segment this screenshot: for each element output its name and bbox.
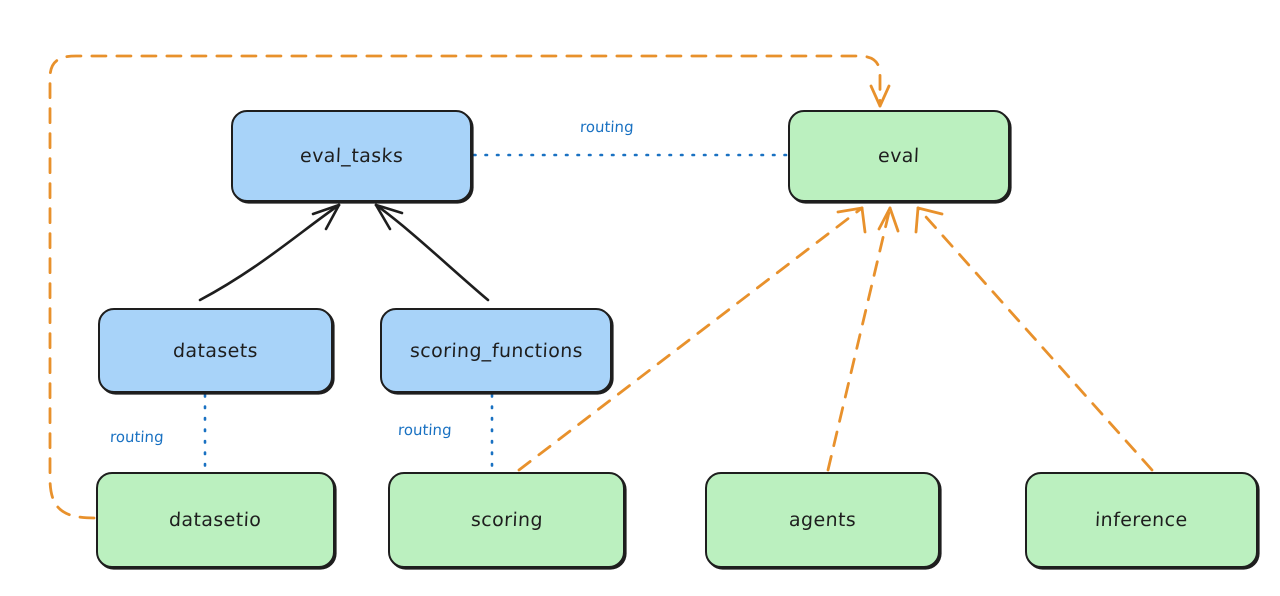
edge-label-routing-scoring-functions-to-scoring: routing — [397, 421, 453, 439]
node-inference[interactable]: inference — [1025, 472, 1258, 568]
node-label-datasets: datasets — [172, 339, 259, 362]
edge-scoring-functions-to-eval-tasks — [374, 203, 490, 302]
node-label-inference: inference — [1094, 509, 1189, 531]
edge-label-routing-datasets-to-datasetio: routing — [109, 428, 165, 446]
edge-label-routing-eval-tasks-to-eval: routing — [579, 118, 635, 136]
node-label-scoring: scoring — [470, 509, 543, 531]
node-label-eval: eval — [877, 145, 921, 167]
edge-datasets-to-eval-tasks — [198, 203, 341, 302]
node-scoring-functions[interactable]: scoring_functions — [380, 308, 612, 393]
edge-inference-to-eval — [914, 206, 1154, 472]
node-datasets[interactable]: datasets — [98, 308, 333, 393]
node-scoring[interactable]: scoring — [388, 472, 625, 568]
node-datasetio[interactable]: datasetio — [96, 472, 335, 568]
node-label-agents: agents — [788, 509, 857, 531]
edge-agents-to-eval — [826, 206, 900, 472]
node-label-scoring-functions: scoring_functions — [409, 339, 583, 362]
edge-datasetio-to-eval — [48, 54, 891, 520]
node-eval-tasks[interactable]: eval_tasks — [231, 110, 472, 202]
node-label-eval-tasks: eval_tasks — [299, 145, 404, 167]
node-agents[interactable]: agents — [705, 472, 940, 568]
node-label-datasetio: datasetio — [168, 509, 263, 531]
node-eval[interactable]: eval — [788, 110, 1010, 202]
edge-scoring-to-eval — [517, 206, 867, 472]
